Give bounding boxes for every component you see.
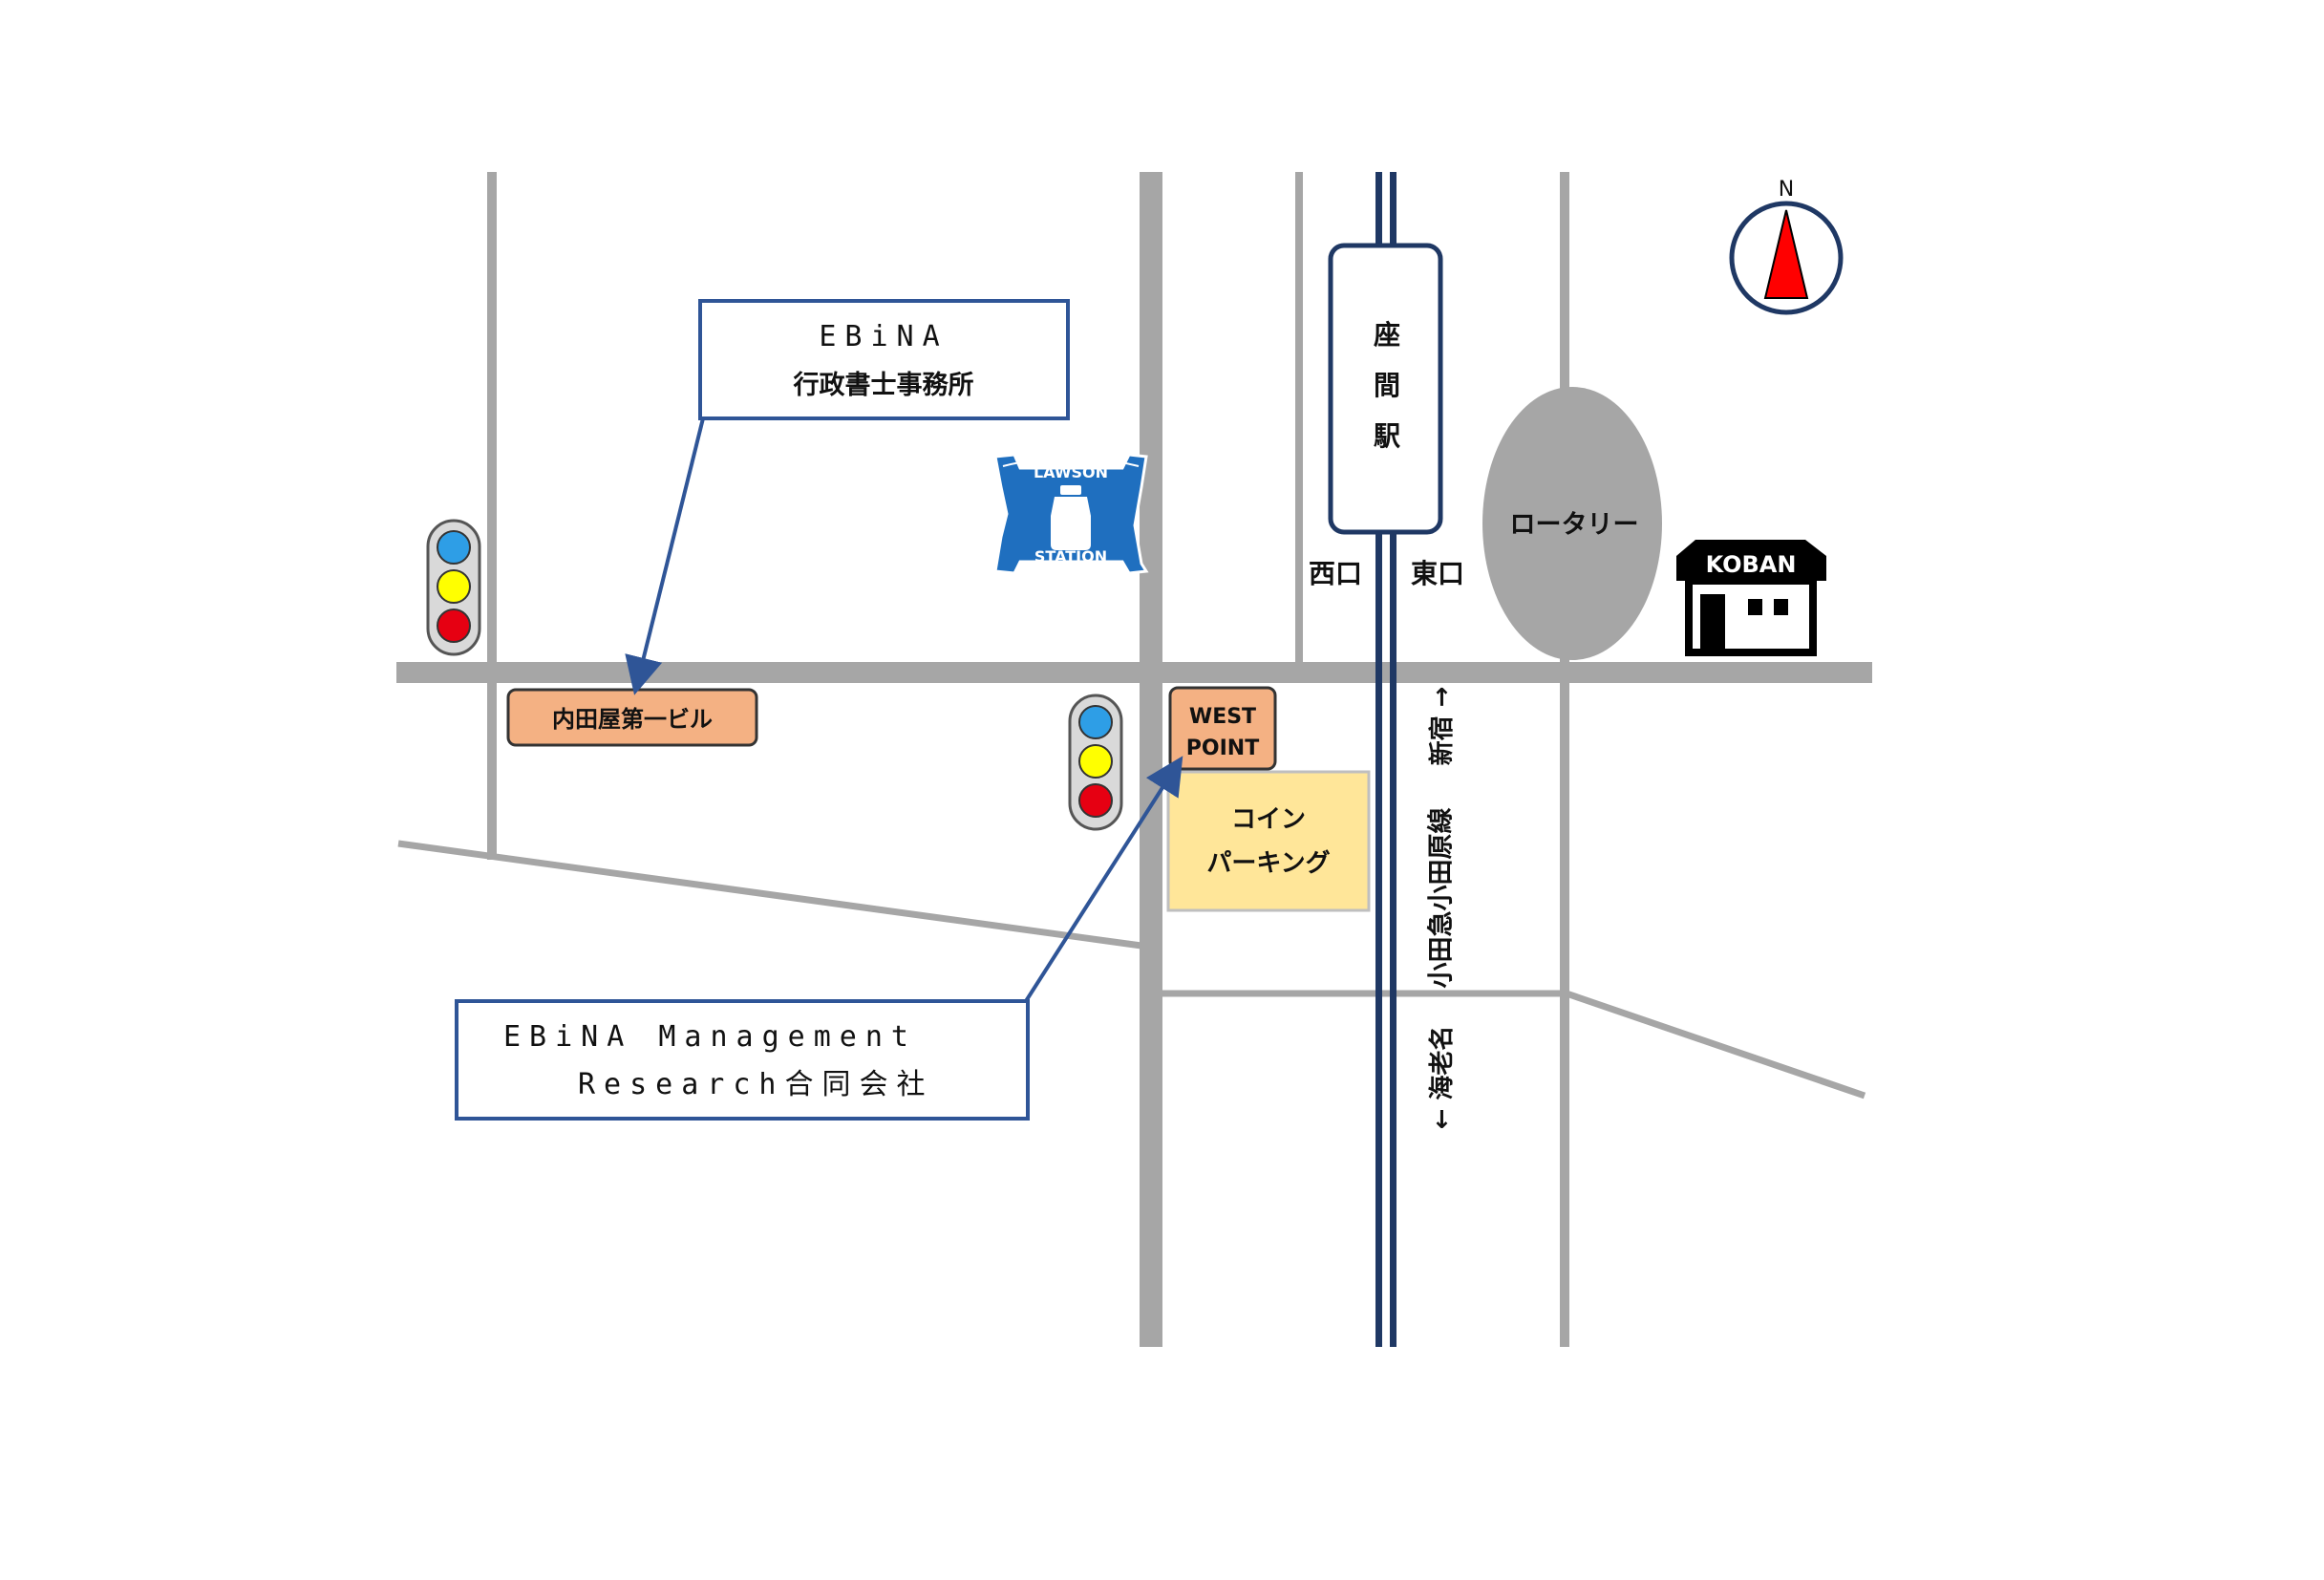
east-exit-label: 東口 xyxy=(1411,558,1464,589)
lawson-logo-bottom-text: STATION xyxy=(1034,547,1107,566)
shinjuku-direction-label: 新宿 → xyxy=(1427,687,1457,766)
rotary[interactable]: ロータリー xyxy=(1482,387,1662,660)
coin-parking-line1: コイン xyxy=(1231,805,1306,834)
main-north-south-road xyxy=(1140,172,1162,1347)
lawson-logo-top-text: LAWSON xyxy=(1034,463,1108,481)
compass-north-icon: N xyxy=(1729,178,1844,315)
coin-parking[interactable]: コイン パーキング xyxy=(1166,770,1371,912)
ebina-direction-label: ← 海老名 xyxy=(1427,1026,1457,1130)
odakyu-railway xyxy=(1375,172,1397,1347)
uchidaya-building[interactable]: 内田屋第一ビル xyxy=(506,688,758,747)
west-point-line1: WEST xyxy=(1189,705,1256,729)
west-point-line2: POINT xyxy=(1186,737,1259,760)
koban-label: KOBAN xyxy=(1706,551,1797,578)
ebina-management-line2: Research合同会社 xyxy=(578,1068,934,1101)
ebina-management-line1: EBiNA Management xyxy=(503,1020,917,1054)
milk-can-icon xyxy=(1051,485,1091,550)
ebina-office-callout[interactable]: EBiNA 行政書士事務所 xyxy=(698,299,1070,420)
station-char-3: 駅 xyxy=(1374,420,1400,452)
traffic-signal-west-icon xyxy=(426,519,481,656)
ebina-management-callout[interactable]: EBiNA Management Research合同会社 xyxy=(455,999,1030,1121)
west-point-building[interactable]: WEST POINT xyxy=(1168,686,1277,771)
roads xyxy=(396,172,1872,1347)
road-west-exit xyxy=(1295,172,1303,664)
main-east-west-road xyxy=(396,662,1872,683)
odakyu-line-name: 小田急小田原線 xyxy=(1426,808,1457,989)
koban-icon[interactable]: KOBAN xyxy=(1676,540,1826,656)
road-east-rotary xyxy=(1560,172,1569,1347)
ebina-office-line2: 行政書士事務所 xyxy=(793,370,974,400)
ebina-office-line1: EBiNA xyxy=(819,320,948,353)
west-exit-label: 西口 xyxy=(1309,558,1362,589)
diagonal-road-west xyxy=(397,840,1142,950)
lawson-station-logo[interactable]: LAWSON STATION xyxy=(993,453,1149,575)
ebina-office-pointer xyxy=(625,417,705,695)
uchidaya-building-label: 内田屋第一ビル xyxy=(552,706,713,733)
railway-direction-labels: 新宿 → 小田急小田原線 ← 海老名 xyxy=(1426,687,1457,1130)
ebina-management-pointer xyxy=(1024,756,1183,1003)
diagonal-road-east xyxy=(1565,990,1866,1100)
compass-label: N xyxy=(1779,178,1794,202)
zama-station[interactable]: 座 間 駅 xyxy=(1328,243,1443,535)
road-north-west xyxy=(487,172,497,860)
coin-parking-line2: パーキング xyxy=(1206,849,1330,878)
station-char-1: 座 xyxy=(1374,319,1400,351)
traffic-signal-center-icon xyxy=(1068,694,1123,831)
rotary-label: ロータリー xyxy=(1510,510,1639,540)
station-char-2: 間 xyxy=(1374,370,1400,401)
